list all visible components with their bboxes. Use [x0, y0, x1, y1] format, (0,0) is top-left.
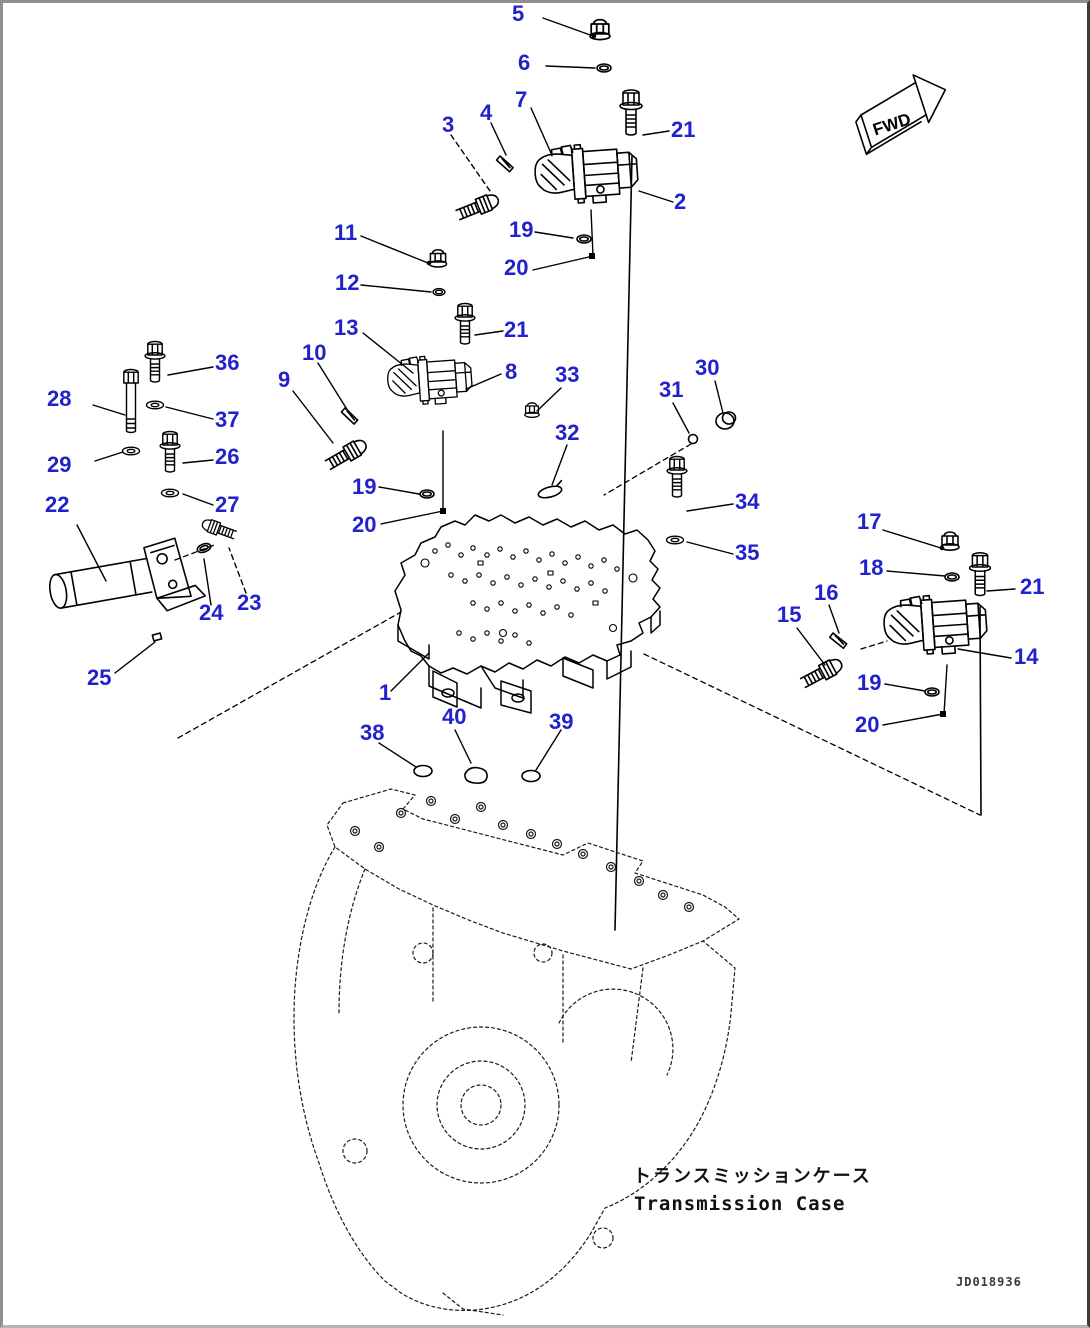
callout-15: 15 [777, 602, 802, 627]
callout-20: 20 [855, 712, 880, 737]
callout-39: 39 [549, 709, 574, 734]
callout-19: 19 [352, 474, 377, 499]
callout-13: 13 [334, 315, 359, 340]
callout-40: 40 [442, 704, 467, 729]
callout-35: 35 [735, 540, 760, 565]
callout-19: 19 [857, 670, 882, 695]
callout-21: 21 [1020, 574, 1045, 599]
callout-10: 10 [302, 340, 327, 365]
callout-20: 20 [352, 512, 377, 537]
callout-14: 14 [1014, 644, 1039, 669]
callout-19: 19 [509, 217, 534, 242]
callout-16: 16 [814, 580, 839, 605]
callout-1: 1 [379, 680, 392, 705]
drawing-id: JD018936 [956, 1275, 1022, 1289]
callout-18: 18 [859, 555, 884, 580]
fwd-arrow: FWD [855, 74, 947, 156]
callout-20: 20 [504, 255, 529, 280]
caption-english: Transmission Case [634, 1193, 846, 1215]
caption-japanese: トランスミッションケース [633, 1166, 872, 1187]
callout-30: 30 [695, 355, 720, 380]
callout-36: 36 [215, 350, 240, 375]
callout-22: 22 [45, 492, 70, 517]
callout-2: 2 [674, 189, 687, 214]
callout-27: 27 [215, 492, 240, 517]
callout-29: 29 [47, 452, 72, 477]
callout-21: 21 [671, 117, 696, 142]
callout-21: 21 [504, 317, 529, 342]
callout-34: 34 [735, 489, 760, 514]
callout-32: 32 [555, 420, 580, 445]
callout-31: 31 [659, 377, 684, 402]
callout-37: 37 [215, 407, 240, 432]
callout-4: 4 [480, 100, 493, 125]
callout-11: 11 [334, 220, 358, 245]
callout-23: 23 [237, 590, 262, 615]
callout-6: 6 [518, 50, 531, 75]
callout-8: 8 [505, 359, 518, 384]
callout-3: 3 [442, 112, 455, 137]
callout-5: 5 [512, 1, 525, 26]
parts-diagram-line-art: FWD [48, 17, 1016, 1316]
callout-33: 33 [555, 362, 580, 387]
callout-25: 25 [87, 665, 112, 690]
callout-9: 9 [278, 367, 291, 392]
callout-24: 24 [199, 600, 224, 625]
callout-38: 38 [360, 720, 385, 745]
callout-7: 7 [515, 87, 528, 112]
callout-26: 26 [215, 444, 240, 469]
callout-12: 12 [335, 270, 360, 295]
callout-28: 28 [47, 386, 72, 411]
callout-17: 17 [857, 509, 882, 534]
